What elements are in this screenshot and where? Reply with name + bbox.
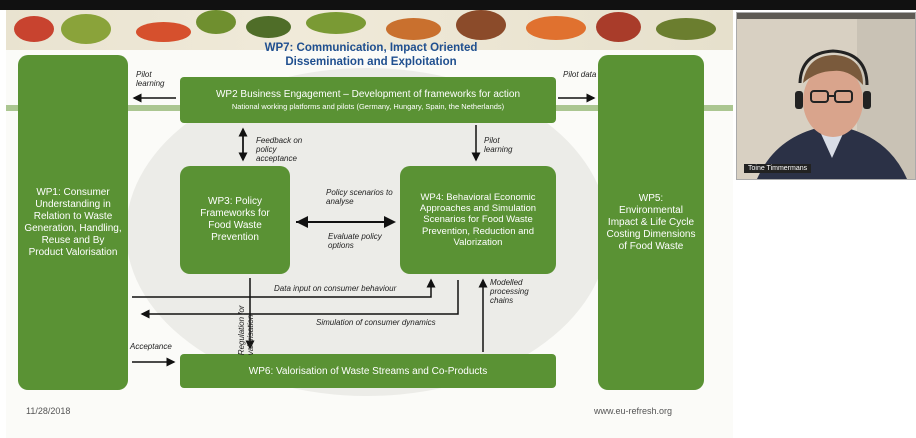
wp1-box: WP1: Consumer Understanding in Relation …: [18, 55, 128, 390]
label-data-input: Data input on consumer behaviour: [274, 284, 397, 293]
wp6-box: WP6: Valorisation of Waste Streams and C…: [180, 354, 556, 388]
label-acceptance: Acceptance: [130, 342, 172, 351]
vegetable-banner-image: [6, 10, 733, 50]
slide-date: 11/28/2018: [26, 406, 71, 416]
slide-url: www.eu-refresh.org: [594, 406, 673, 416]
shared-slide: WP7: Communication, Impact Oriented Diss…: [6, 10, 733, 438]
label-evaluate: Evaluate policy options: [328, 232, 382, 251]
wp2-box: WP2 Business Engagement – Development of…: [180, 77, 556, 123]
wp4-text: WP4: Behavioral Economic Approaches and …: [419, 191, 537, 249]
label-simulation: Simulation of consumer dynamics: [316, 318, 436, 327]
wp7-title: WP7: Communication, Impact Oriented Diss…: [264, 42, 478, 68]
participant-video-tile[interactable]: [736, 12, 916, 180]
label-policy-scenarios: Policy scenarios to analyse: [326, 188, 393, 207]
wp5-box: WP5: Environmental Impact & Life Cycle C…: [598, 55, 704, 390]
label-pilot-learning-left: Pilot learning: [136, 70, 165, 89]
window-top-bar: [0, 0, 916, 10]
label-pilot-data: Pilot data: [563, 70, 597, 79]
participant-name-tag: Toine Timmermans: [744, 164, 812, 173]
wp3-text: WP3: Policy Frameworks for Food Waste Pr…: [200, 196, 270, 243]
wp1-text: WP1: Consumer Understanding in Relation …: [24, 186, 122, 258]
label-modelled: Modelled processing chains: [490, 278, 529, 306]
wp5-text: WP5: Environmental Impact & Life Cycle C…: [606, 192, 696, 252]
wp2-subtitle-text: National working platforms and pilots (G…: [231, 102, 505, 112]
wp2-title-text: WP2 Business Engagement – Development of…: [215, 88, 521, 100]
arrows-layer: [132, 93, 596, 367]
label-regulation: Regulation for valorisation: [236, 305, 255, 356]
wp3-box: WP3: Policy Frameworks for Food Waste Pr…: [180, 166, 290, 274]
label-feedback: Feedback on policy acceptance: [256, 136, 303, 164]
label-pilot-learning-mid: Pilot learning: [484, 136, 513, 155]
wp4-box: WP4: Behavioral Economic Approaches and …: [400, 166, 556, 274]
wp6-text: WP6: Valorisation of Waste Streams and C…: [248, 365, 488, 377]
participant-video-image: [737, 13, 915, 179]
